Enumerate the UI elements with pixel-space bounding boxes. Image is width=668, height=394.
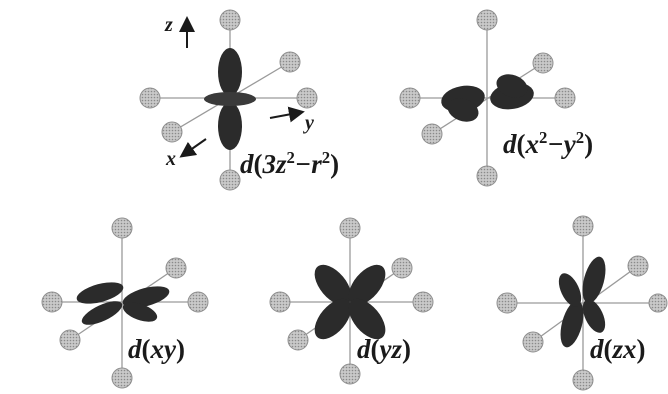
ligands-dyz: [269, 217, 434, 385]
label-dz2: d(3z2−r2): [240, 148, 340, 179]
lobes-dzx: [558, 256, 606, 348]
lobes-dyz: [314, 264, 386, 340]
ligands-dx2-y2: [399, 9, 576, 187]
lobes-dx2-y2: [441, 74, 534, 122]
ligands-dzx: [496, 215, 668, 391]
ligands-dxy: [41, 217, 209, 389]
label-dyz: d(yz): [357, 334, 411, 364]
orbital-dyz: [269, 217, 434, 385]
orbital-dx2-y2: [399, 9, 576, 187]
y-axis-label: y: [305, 112, 314, 134]
ligands-dz2: [139, 9, 318, 191]
axis-arrows: [179, 16, 305, 158]
axes-dx2-y2: [410, 20, 565, 176]
lobes-dz2: [204, 48, 256, 150]
label-dxy: d(xy): [128, 334, 185, 364]
orbital-dz2: [139, 9, 318, 191]
lobes-dxy: [76, 282, 170, 325]
y-axis-arrow: [269, 106, 305, 123]
x-axis-arrow: [179, 138, 207, 158]
orbital-dxy: [41, 217, 209, 389]
label-dzx: d(zx): [590, 334, 646, 364]
label-dx2-y2: d(x2−y2): [503, 128, 594, 159]
orbital-dzx: [496, 215, 668, 391]
x-axis-label: x: [166, 148, 176, 170]
z-axis-label: z: [165, 14, 173, 36]
